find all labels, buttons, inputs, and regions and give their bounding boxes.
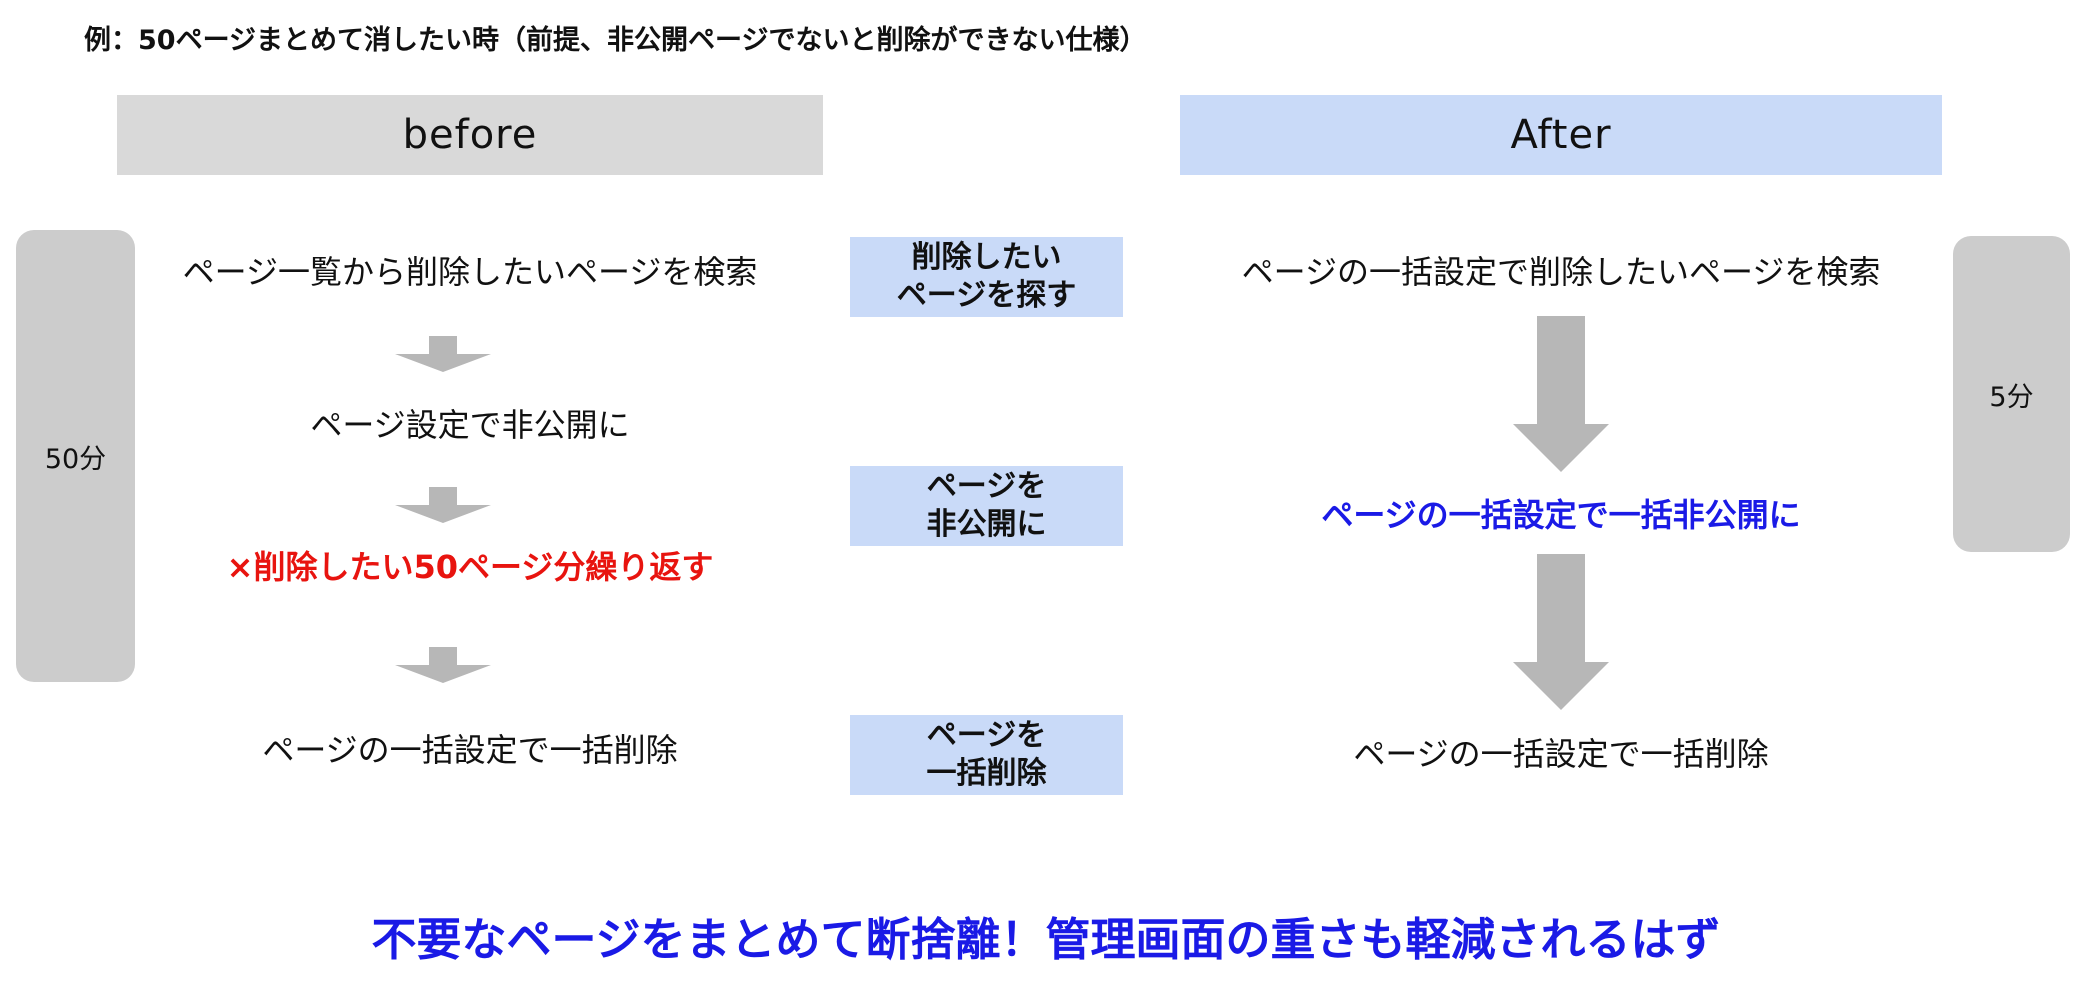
- down-arrow-icon: [395, 487, 491, 523]
- before-step-repeat-warning: ×削除したい50ページ分繰り返す: [226, 548, 714, 586]
- down-arrow-icon: [1513, 554, 1609, 710]
- down-arrow-icon: [395, 336, 491, 372]
- after-time-badge: 5分: [1953, 236, 2070, 552]
- top-note: 例：50ページまとめて消したい時（前提、非公開ページでないと削除ができない仕様）: [84, 25, 1147, 56]
- phase-label-find: 削除したい ページを探す: [850, 237, 1123, 317]
- bottom-message: 不要なページをまとめて断捨離！管理画面の重さも軽減されるはず: [371, 912, 1721, 966]
- after-step-search: ページの一括設定で削除したいページを検索: [1241, 253, 1881, 291]
- down-arrow-icon: [395, 647, 491, 683]
- after-step-bulk-unpublish: ページの一括設定で一括非公開に: [1321, 496, 1801, 534]
- phase-label-delete: ページを 一括削除: [850, 715, 1123, 795]
- after-header: After: [1180, 95, 1942, 175]
- before-step-search: ページ一覧から削除したいページを検索: [182, 253, 758, 291]
- before-step-unpublish: ページ設定で非公開に: [310, 406, 630, 444]
- before-header: before: [117, 95, 823, 175]
- down-arrow-icon: [1513, 316, 1609, 472]
- before-step-bulk-delete: ページの一括設定で一括削除: [262, 731, 678, 769]
- before-time-badge: 50分: [16, 230, 135, 682]
- after-step-bulk-delete: ページの一括設定で一括削除: [1353, 735, 1769, 773]
- phase-label-unpublish: ページを 非公開に: [850, 466, 1123, 546]
